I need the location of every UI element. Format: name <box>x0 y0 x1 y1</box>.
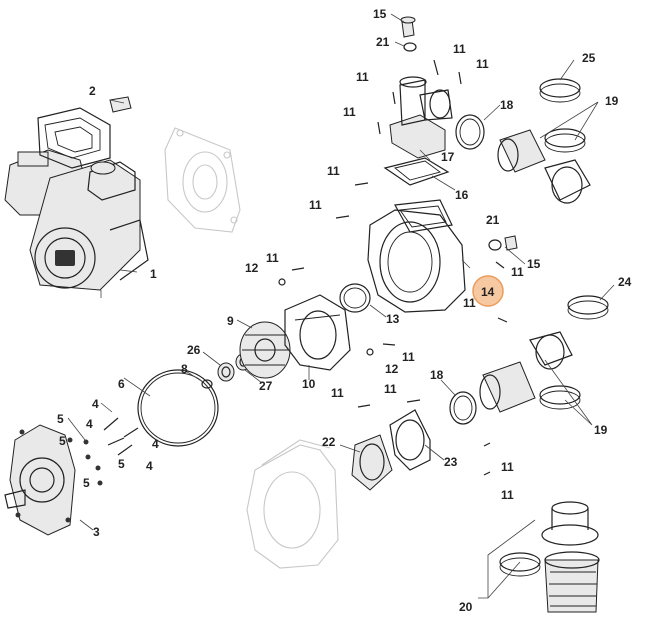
callout-labels: 1 2 3 4 4 4 4 5 5 5 5 6 8 9 10 15 21 11 … <box>57 7 632 614</box>
clamp-part-19-top <box>544 128 586 153</box>
clamp-part-24 <box>567 295 609 320</box>
callout-5-c: 5 <box>118 457 125 471</box>
callout-4-a: 4 <box>92 397 99 411</box>
highlight-marker-14 <box>472 275 504 307</box>
callout-4-d: 4 <box>146 459 153 473</box>
callout-5-d: 5 <box>83 476 90 490</box>
callout-4-b: 4 <box>86 417 93 431</box>
callout-11-j: 11 <box>402 350 415 364</box>
leader-lines <box>67 13 615 599</box>
callout-11-e: 11 <box>327 164 340 178</box>
callout-11-c: 11 <box>356 70 369 84</box>
o-ring-part-18-bottom <box>449 391 477 425</box>
callout-11-l: 11 <box>384 382 397 396</box>
clamp-part-25 <box>539 78 581 103</box>
callout-20: 20 <box>459 600 473 614</box>
callout-27: 27 <box>259 379 273 393</box>
callout-11-i: 11 <box>463 296 476 310</box>
ghost-pump-housing <box>246 439 339 569</box>
seal-part-26 <box>217 362 235 382</box>
washers-part-12 <box>278 278 374 356</box>
callout-11-d: 11 <box>343 105 356 119</box>
washer-part-21-right <box>488 239 502 251</box>
o-ring-part-18-top <box>455 114 485 150</box>
gasket-part-16 <box>383 157 450 186</box>
hose-fitting-top <box>497 129 591 204</box>
washer-part-21-top <box>403 42 417 52</box>
callout-21-right: 21 <box>486 213 500 227</box>
callout-18-top: 18 <box>500 98 514 112</box>
callout-19-bottom: 19 <box>594 423 608 437</box>
callout-13: 13 <box>386 312 400 326</box>
pump-housing <box>367 199 466 313</box>
callout-2: 2 <box>89 84 96 98</box>
callout-12-b: 12 <box>385 362 399 376</box>
ghost-engine-flange <box>164 127 241 233</box>
flange-part-23 <box>389 409 431 471</box>
strainer-part-20 <box>499 501 600 613</box>
callout-11-h: 11 <box>511 265 524 279</box>
callout-15-top: 15 <box>373 7 387 21</box>
o-ring-part-8 <box>201 379 213 389</box>
valve-part-22 <box>351 434 393 491</box>
callout-10: 10 <box>302 377 316 391</box>
callout-4-c: 4 <box>152 437 159 451</box>
callout-15-right: 15 <box>527 257 541 271</box>
callout-21-top: 21 <box>376 35 390 49</box>
volute-part-10 <box>284 294 351 371</box>
o-ring-part-6 <box>137 369 219 447</box>
callout-17: 17 <box>441 150 455 164</box>
pump-cover-part-3 <box>4 424 76 536</box>
key-part-2 <box>109 96 132 113</box>
callout-3: 3 <box>93 525 100 539</box>
callout-11-g: 11 <box>266 251 279 265</box>
o-ring-part-13 <box>339 283 371 313</box>
callout-26: 26 <box>187 343 201 357</box>
plug-part-15-top <box>400 16 416 38</box>
callout-5-b: 5 <box>59 434 66 448</box>
callout-22: 22 <box>322 435 336 449</box>
callout-18-bottom: 18 <box>430 368 444 382</box>
callout-9: 9 <box>227 314 234 328</box>
callout-1: 1 <box>150 267 157 281</box>
callout-8: 8 <box>181 362 188 376</box>
callout-11-f: 11 <box>309 198 322 212</box>
callout-23: 23 <box>444 455 458 469</box>
bolts-part-11 <box>103 59 508 476</box>
discharge-elbow-part-17 <box>389 76 453 159</box>
callout-11-b: 11 <box>476 57 489 71</box>
callout-11-a: 11 <box>453 42 466 56</box>
callout-11-m: 11 <box>501 460 514 474</box>
callout-25: 25 <box>582 51 596 65</box>
callout-16: 16 <box>455 188 469 202</box>
nuts-part-5 <box>83 439 103 486</box>
callout-19-top: 19 <box>605 94 619 108</box>
callout-12-a: 12 <box>245 261 259 275</box>
callout-14: 14 <box>481 285 495 299</box>
callout-24: 24 <box>618 275 632 289</box>
hose-fitting-bottom <box>479 331 581 413</box>
callout-11-n: 11 <box>501 488 514 502</box>
impeller-part-9 <box>239 321 291 379</box>
plug-part-15-right <box>504 235 518 251</box>
callout-6: 6 <box>118 377 125 391</box>
callout-11-k: 11 <box>331 386 344 400</box>
callout-5-a: 5 <box>57 412 64 426</box>
engine-part-1 <box>4 107 149 298</box>
